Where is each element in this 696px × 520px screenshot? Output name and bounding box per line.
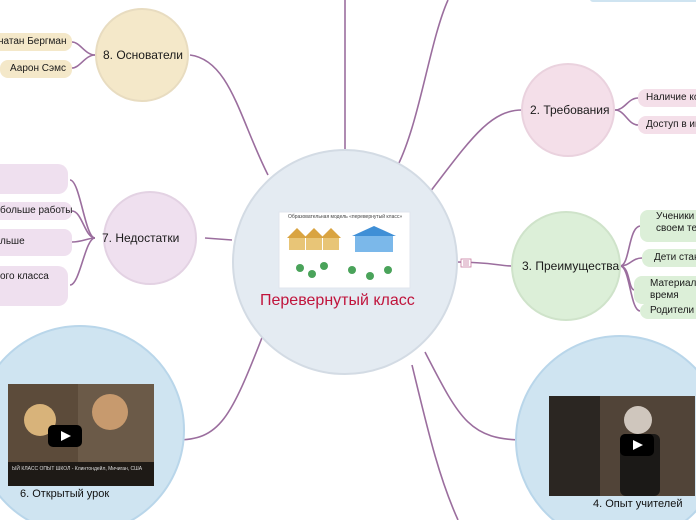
drawbacks-node[interactable] (103, 191, 197, 285)
founders-leaf-1[interactable]: натан Бергман (0, 36, 67, 47)
founders-leaf-2[interactable]: Аарон Сэмс (10, 63, 66, 74)
founders-leaf-1-bg (0, 33, 72, 51)
drawbacks-leaf-3-bg (0, 229, 72, 256)
house-roof-1 (287, 228, 307, 238)
house-roof-3 (321, 228, 341, 238)
connector-requirements (429, 109, 523, 193)
drawbacks-leaf-4-bg (0, 266, 68, 306)
play-icon[interactable] (48, 425, 82, 447)
connector-drawbacks (204, 237, 233, 241)
connector-founders (189, 54, 269, 176)
open-lesson-video-caption: ЫЙ КЛАСС ОПЫТ ШКОЛ - Клинтондейл, Мичига… (12, 466, 143, 472)
connector-leaf-r1 (614, 97, 639, 111)
connector-leaf-a4 (619, 265, 641, 312)
advantages-node[interactable] (511, 211, 621, 321)
requirements-label: 2. Требования (530, 103, 610, 117)
advantages-leaf-4-bg (640, 303, 696, 319)
school-roof (352, 226, 396, 236)
connector-teacher-exp (424, 351, 526, 441)
video-caption-bar (8, 462, 154, 486)
advantages-leaf-2-bg (642, 249, 696, 267)
connector-leaf-a1 (619, 225, 641, 267)
drawbacks-leaf-1-bg (0, 164, 68, 194)
connector-bottom (411, 364, 459, 520)
advantages-leaf-4[interactable]: Родители (650, 305, 695, 316)
drawbacks-leaf-3[interactable]: льше (0, 236, 25, 247)
connector-leaf-f1 (71, 41, 96, 56)
house-2 (306, 238, 322, 250)
student-head-2 (92, 394, 128, 430)
person-1 (296, 264, 304, 272)
central-title: Перевернутый класс (260, 292, 415, 309)
school-building (355, 236, 393, 252)
house-roof-2 (304, 228, 324, 238)
person-4 (348, 266, 356, 274)
drawbacks-leaf-4[interactable]: ого класса (0, 271, 49, 282)
partial-node-top-right (590, 0, 696, 2)
connector-top-right (397, 0, 449, 166)
teacher-exp-label: 4. Опыт учителей (593, 498, 683, 510)
house-3 (323, 238, 339, 250)
requirements-leaf-2[interactable]: Доступ в ин (646, 119, 696, 130)
advantages-leaf-3-bg (634, 276, 696, 304)
requirements-leaf-2-bg (638, 116, 696, 134)
menu-icon[interactable] (460, 258, 472, 268)
advantages-label: 3. Преимущества (522, 259, 620, 273)
founders-label: 8. Основатели (103, 48, 183, 62)
open-lesson-label: 6. Открытый урок (20, 488, 110, 500)
play-icon[interactable] (620, 434, 654, 456)
requirements-leaf-1-bg (638, 89, 696, 107)
drawbacks-label: 7. Недостатки (102, 231, 180, 245)
person-6 (384, 266, 392, 274)
connector-leaf-d1 (69, 179, 96, 239)
advantages-leaf-1-bg (640, 210, 696, 242)
connector-leaf-a2 (619, 257, 643, 267)
founders-leaf-2-bg (0, 60, 72, 78)
advantages-leaf-1[interactable]: Ученики своем те (656, 211, 696, 234)
drawbacks-leaf-2-bg (0, 202, 72, 220)
connectors (69, 0, 643, 520)
person-5 (366, 272, 374, 280)
connector-open-lesson (174, 329, 266, 441)
connector-leaf-d4 (69, 237, 96, 286)
connector-leaf-f2 (71, 54, 96, 69)
house-1 (289, 238, 305, 250)
drawbacks-leaf-2[interactable]: больше работы (0, 205, 73, 216)
founders-node[interactable] (95, 8, 189, 102)
connector-leaf-d2 (71, 210, 96, 239)
requirements-leaf-1[interactable]: Наличие ко (646, 92, 696, 103)
teacher-head (624, 406, 652, 434)
person-3 (320, 262, 328, 270)
central-image-caption: Образовательная модель «перевернутый кла… (288, 214, 403, 220)
requirements-node[interactable] (521, 63, 615, 157)
connector-leaf-r2 (614, 109, 639, 126)
advantages-leaf-3[interactable]: Материал время (650, 278, 696, 301)
person-2 (308, 270, 316, 278)
advantages-leaf-2[interactable]: Дети стан (654, 252, 696, 263)
